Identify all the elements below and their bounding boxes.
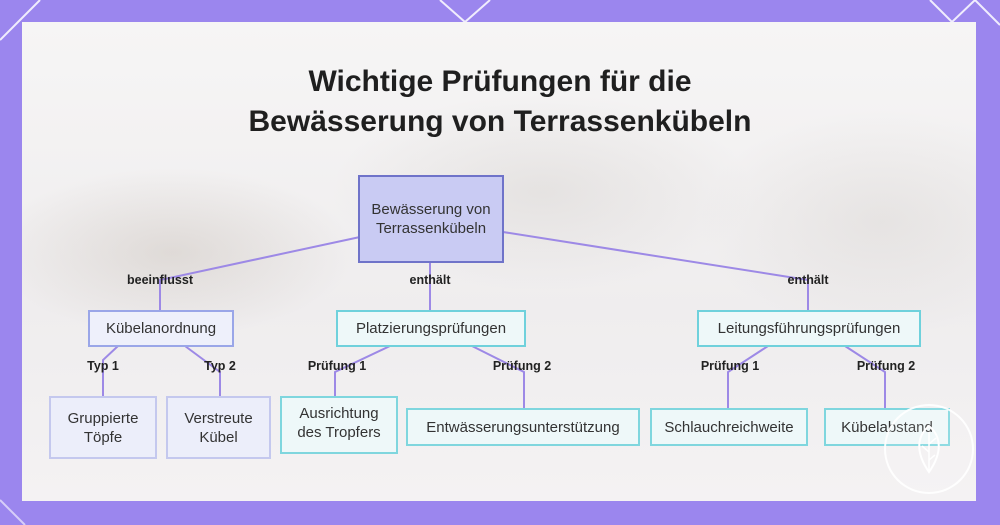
leaf-schlauchreichweite-label: Schlauchreichweite (664, 418, 794, 436)
edge-label-beeinflusst: beeinflusst (127, 273, 193, 287)
leaf-gruppierte-toepfe-label: Gruppierte Töpfe (67, 409, 139, 446)
edge-leitung-p1 (727, 345, 769, 408)
edge-label-enthaelt-1: enthält (409, 273, 451, 287)
leaf-entwaesserung-label: Entwässerungsunterstützung (426, 418, 620, 436)
node-platzierungspruefungen[interactable]: Platzierungsprüfungen (336, 310, 526, 347)
leaf-schlauchreichweite[interactable]: Schlauchreichweite (650, 408, 808, 446)
edge-label-platz-pruefung2: Prüfung 2 (492, 359, 552, 373)
node-kuebelanordnung-label: Kübelanordnung (105, 320, 217, 337)
leaf-verstreute-kuebel-label: Verstreute Kübel (184, 409, 253, 446)
edge-label-typ2: Typ 2 (204, 359, 236, 373)
edge-label-leit-pruefung2: Prüfung 2 (856, 359, 916, 373)
root-node[interactable]: Bewässerung von Terrassenkübeln (358, 175, 504, 263)
edge-root-kuebelanordnung (159, 236, 361, 310)
edge-platz-p2 (471, 345, 525, 408)
edge-label-leit-pruefung1: Prüfung 1 (700, 359, 760, 373)
leaf-logo-glyph (918, 424, 940, 474)
leaf-ausrichtung-des-tropfers[interactable]: Ausrichtung des Tropfers (280, 396, 398, 454)
edge-platz-p1 (334, 345, 391, 396)
edge-label-platz-pruefung1: Prüfung 1 (307, 359, 367, 373)
edge-kuebel-typ1 (102, 345, 119, 396)
diagram-title: Wichtige Prüfungen für die Bewässerung v… (0, 62, 1000, 142)
node-platzierungspruefungen-label: Platzierungsprüfungen (355, 320, 507, 337)
leaf-verstreute-kuebel[interactable]: Verstreute Kübel (166, 396, 271, 459)
node-leitungsfuehrungspruefungen-label: Leitungsführungsprüfungen (717, 320, 901, 337)
edge-leitung-p2 (844, 345, 886, 408)
edge-root-leitung (502, 231, 809, 310)
leaf-gruppierte-toepfe[interactable]: Gruppierte Töpfe (49, 396, 157, 459)
node-kuebelanordnung[interactable]: Kübelanordnung (88, 310, 234, 347)
node-leitungsfuehrungspruefungen[interactable]: Leitungsführungsprüfungen (697, 310, 921, 347)
root-node-label: Bewässerung von Terrassenkübeln (371, 201, 491, 237)
edge-label-typ1: Typ 1 (87, 359, 119, 373)
title-line-2: Bewässerung von Terrassenkübeln (248, 105, 752, 138)
leaf-entwaesserungsunterstuetzung[interactable]: Entwässerungsunterstützung (406, 408, 640, 446)
leaf-logo-icon (884, 404, 974, 494)
edge-label-enthaelt-2: enthält (787, 273, 829, 287)
leaf-ausrichtung-label: Ausrichtung des Tropfers (297, 405, 381, 441)
edge-kuebel-typ2 (184, 345, 221, 396)
title-line-1: Wichtige Prüfungen für die (308, 65, 692, 98)
